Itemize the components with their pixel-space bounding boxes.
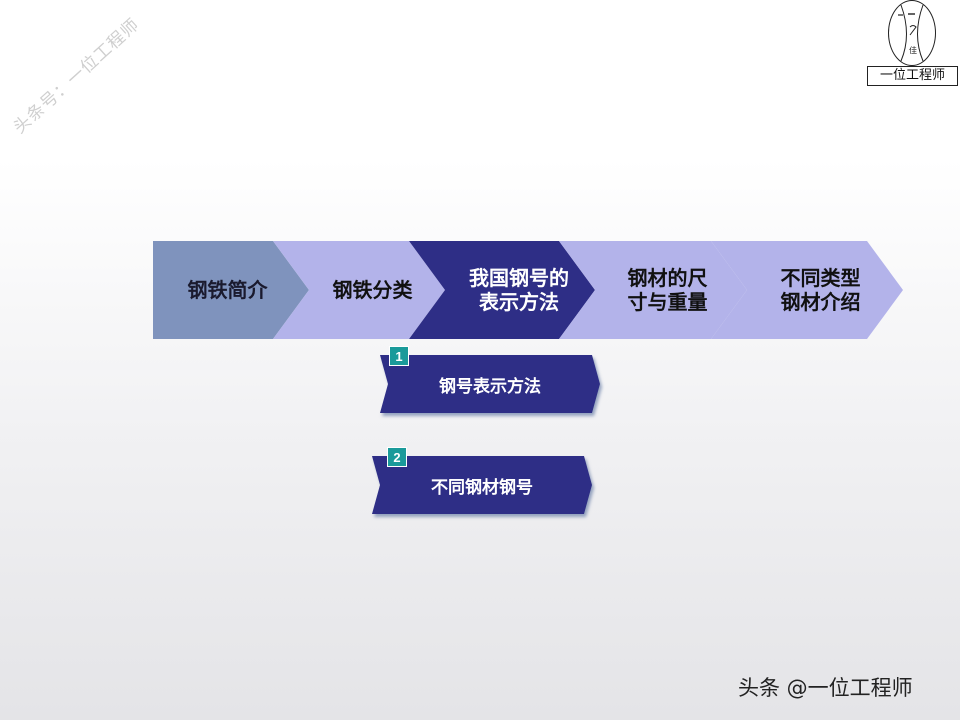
svg-text:佳: 佳 xyxy=(909,45,917,55)
step-2-shape[interactable] xyxy=(273,241,445,339)
step-1-shape[interactable] xyxy=(153,241,309,339)
subtopic-1-shape[interactable] xyxy=(380,355,600,413)
footer-credit: 头条 @一位工程师 xyxy=(738,676,913,700)
subtopic-1-label: 钢号表示方法 xyxy=(439,376,541,397)
step-3-shape[interactable] xyxy=(409,241,595,339)
logo-label: 一位工程师 xyxy=(867,66,958,86)
subtopic-2-number-badge: 2 xyxy=(387,447,407,467)
logo-seal-icon: 佳 xyxy=(888,0,936,66)
step-5-shape[interactable] xyxy=(711,241,903,339)
step-4-shape[interactable] xyxy=(559,241,747,339)
step-label-2: 钢铁分类 xyxy=(332,278,413,302)
subtopic-2-shape[interactable] xyxy=(372,456,592,514)
step-label-5: 不同类型 钢材介绍 xyxy=(780,266,861,314)
step-label-3: 我国钢号的 表示方法 xyxy=(469,266,569,314)
subtopic-2-label: 不同钢材钢号 xyxy=(431,477,533,498)
brand-logo: 佳 一位工程师 xyxy=(866,0,960,88)
step-label-1: 钢铁简介 xyxy=(187,278,268,302)
step-label-4: 钢材的尺 寸与重量 xyxy=(627,266,708,314)
subtopic-1-number-badge: 1 xyxy=(389,346,409,366)
